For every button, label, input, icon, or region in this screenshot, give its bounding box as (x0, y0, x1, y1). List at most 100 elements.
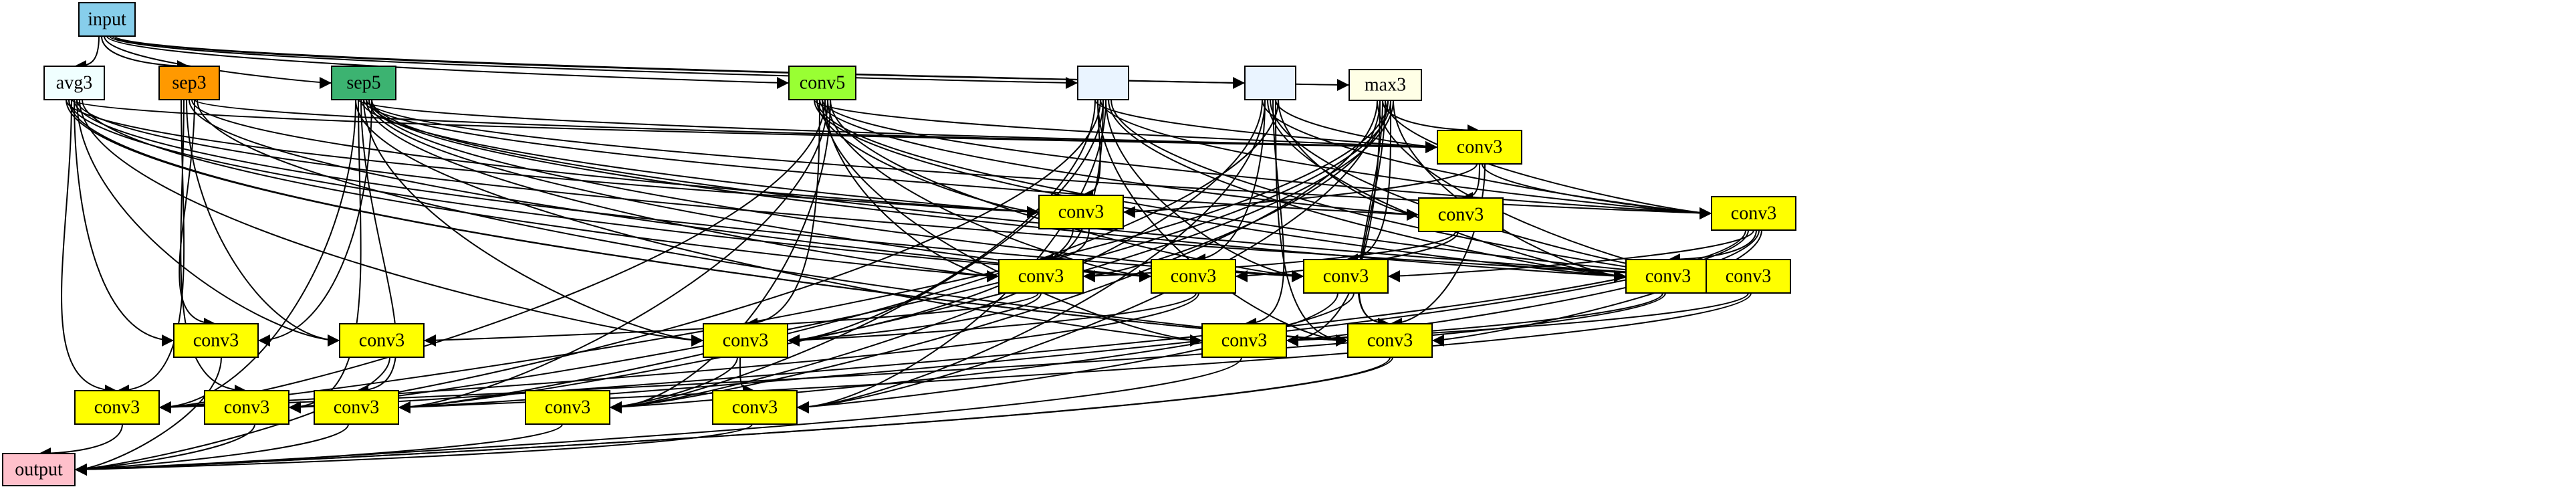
node-c16: conv3 (74, 390, 160, 425)
edge-c1-to-c4 (1482, 163, 1712, 219)
edge-conv5-to-c8 (814, 99, 1627, 282)
edge-sep5-to-c3 (363, 99, 1419, 221)
edge-max3-to-c19 (609, 100, 1378, 413)
node-c10-label: conv3 (193, 330, 239, 351)
edge-max3-to-c1 (1382, 100, 1480, 136)
node-c2: conv3 (1038, 195, 1124, 229)
edge-c16-to-output (38, 423, 123, 460)
node-output: output (2, 453, 76, 486)
node-c20: conv3 (712, 390, 798, 425)
node-c3: conv3 (1418, 197, 1504, 232)
node-c12-label: conv3 (723, 330, 768, 351)
edge-id1-to-c4 (1100, 99, 1712, 219)
node-output-label: output (15, 459, 63, 480)
node-max3-box (1349, 69, 1422, 101)
edge-c9-to-c13 (1286, 292, 1749, 347)
node-avg3: avg3 (43, 66, 105, 100)
edge-max3-to-c5 (1082, 100, 1389, 282)
node-c6-box (1151, 259, 1236, 294)
node-c5-label: conv3 (1018, 266, 1064, 286)
node-c13: conv3 (1201, 323, 1287, 358)
node-input-box (78, 2, 136, 37)
node-max3-label: max3 (1365, 74, 1406, 95)
node-c5: conv3 (998, 259, 1084, 294)
edge-c7-to-c19 (609, 292, 1355, 413)
edge-avg3-to-c5 (82, 99, 1000, 282)
node-conv5: conv5 (788, 66, 856, 100)
edge-conv5-to-c13 (822, 99, 1203, 347)
node-input: input (78, 2, 136, 37)
node-c8: conv3 (1625, 259, 1711, 294)
edge-c6-to-c12 (787, 292, 1197, 347)
edge-conv5-to-c1 (814, 99, 1438, 153)
edge-avg3-to-c12 (79, 99, 704, 347)
node-c3-box (1418, 197, 1504, 232)
node-c3-label: conv3 (1438, 204, 1484, 225)
node-c6: conv3 (1151, 259, 1236, 294)
node-c19-label: conv3 (545, 397, 590, 417)
node-c13-label: conv3 (1221, 330, 1267, 351)
node-max3: max3 (1349, 69, 1422, 101)
node-sep5-label: sep5 (346, 72, 380, 93)
node-id2-box (1244, 66, 1296, 100)
node-id1 (1077, 66, 1129, 100)
node-c20-label: conv3 (732, 397, 778, 417)
node-c11: conv3 (339, 323, 425, 358)
edge-sep5-to-c12 (363, 99, 704, 347)
node-c6-label: conv3 (1171, 266, 1216, 286)
edge-sep5-to-c5 (366, 99, 1000, 282)
edge-sep3-to-c10 (179, 99, 217, 330)
edge-sep5-to-c8 (368, 99, 1627, 282)
node-c9-box (1706, 259, 1791, 294)
node-c19: conv3 (525, 390, 610, 425)
edge-sep5-to-c13 (355, 99, 1203, 347)
edge-c4-to-c15 (1431, 229, 1762, 347)
node-c17-box (204, 390, 289, 425)
node-c18-box (314, 390, 399, 425)
node-c12-box (703, 323, 788, 358)
edge-id1-to-c12 (787, 99, 1096, 347)
node-c8-box (1625, 259, 1711, 294)
edge-c2-to-c12 (787, 228, 1074, 347)
edge-c11-to-output (74, 357, 390, 476)
node-c15: conv3 (1347, 323, 1433, 358)
node-c17-label: conv3 (224, 397, 269, 417)
edge-c10-to-output (74, 357, 222, 476)
node-c20-box (712, 390, 798, 425)
node-conv5-label: conv5 (800, 72, 845, 93)
node-c11-label: conv3 (359, 330, 404, 351)
edge-conv5-to-c2 (816, 99, 1040, 218)
node-c8-label: conv3 (1645, 266, 1691, 286)
node-c15-label: conv3 (1367, 330, 1413, 351)
edge-c9-to-c18 (398, 292, 1752, 413)
node-c13-box (1201, 323, 1287, 358)
node-c15-box (1347, 323, 1433, 358)
node-sep3-box (158, 66, 220, 100)
edge-id2-to-c3 (1278, 99, 1419, 221)
edge-id2-to-c20 (796, 99, 1266, 413)
node-c16-box (74, 390, 160, 425)
edge-c20-to-output (74, 423, 753, 476)
edge-max3-to-c17 (288, 100, 1391, 413)
node-c12: conv3 (703, 323, 788, 358)
node-c18-label: conv3 (334, 397, 379, 417)
node-c4: conv3 (1711, 196, 1796, 231)
edge-input-to-conv5 (106, 35, 790, 89)
node-c17: conv3 (204, 390, 289, 425)
node-c9: conv3 (1706, 259, 1791, 294)
edge-max3-to-c20 (796, 100, 1381, 413)
node-c10-box (173, 323, 259, 358)
node-c7: conv3 (1303, 259, 1389, 294)
edge-id2-to-c15 (1275, 99, 1349, 347)
edge-c3-to-c5 (1082, 231, 1456, 282)
edge-id1-to-c20 (796, 99, 1106, 413)
node-c7-label: conv3 (1323, 266, 1369, 286)
edge-c4-to-c13 (1286, 229, 1760, 347)
edge-id1-to-c8 (1108, 99, 1627, 282)
edge-c1-to-c2 (1123, 163, 1478, 218)
edge-max3-to-c15 (1358, 100, 1391, 330)
edges-layer (38, 35, 1762, 476)
edge-sep5-to-c4 (366, 99, 1712, 219)
node-id1-box (1077, 66, 1129, 100)
